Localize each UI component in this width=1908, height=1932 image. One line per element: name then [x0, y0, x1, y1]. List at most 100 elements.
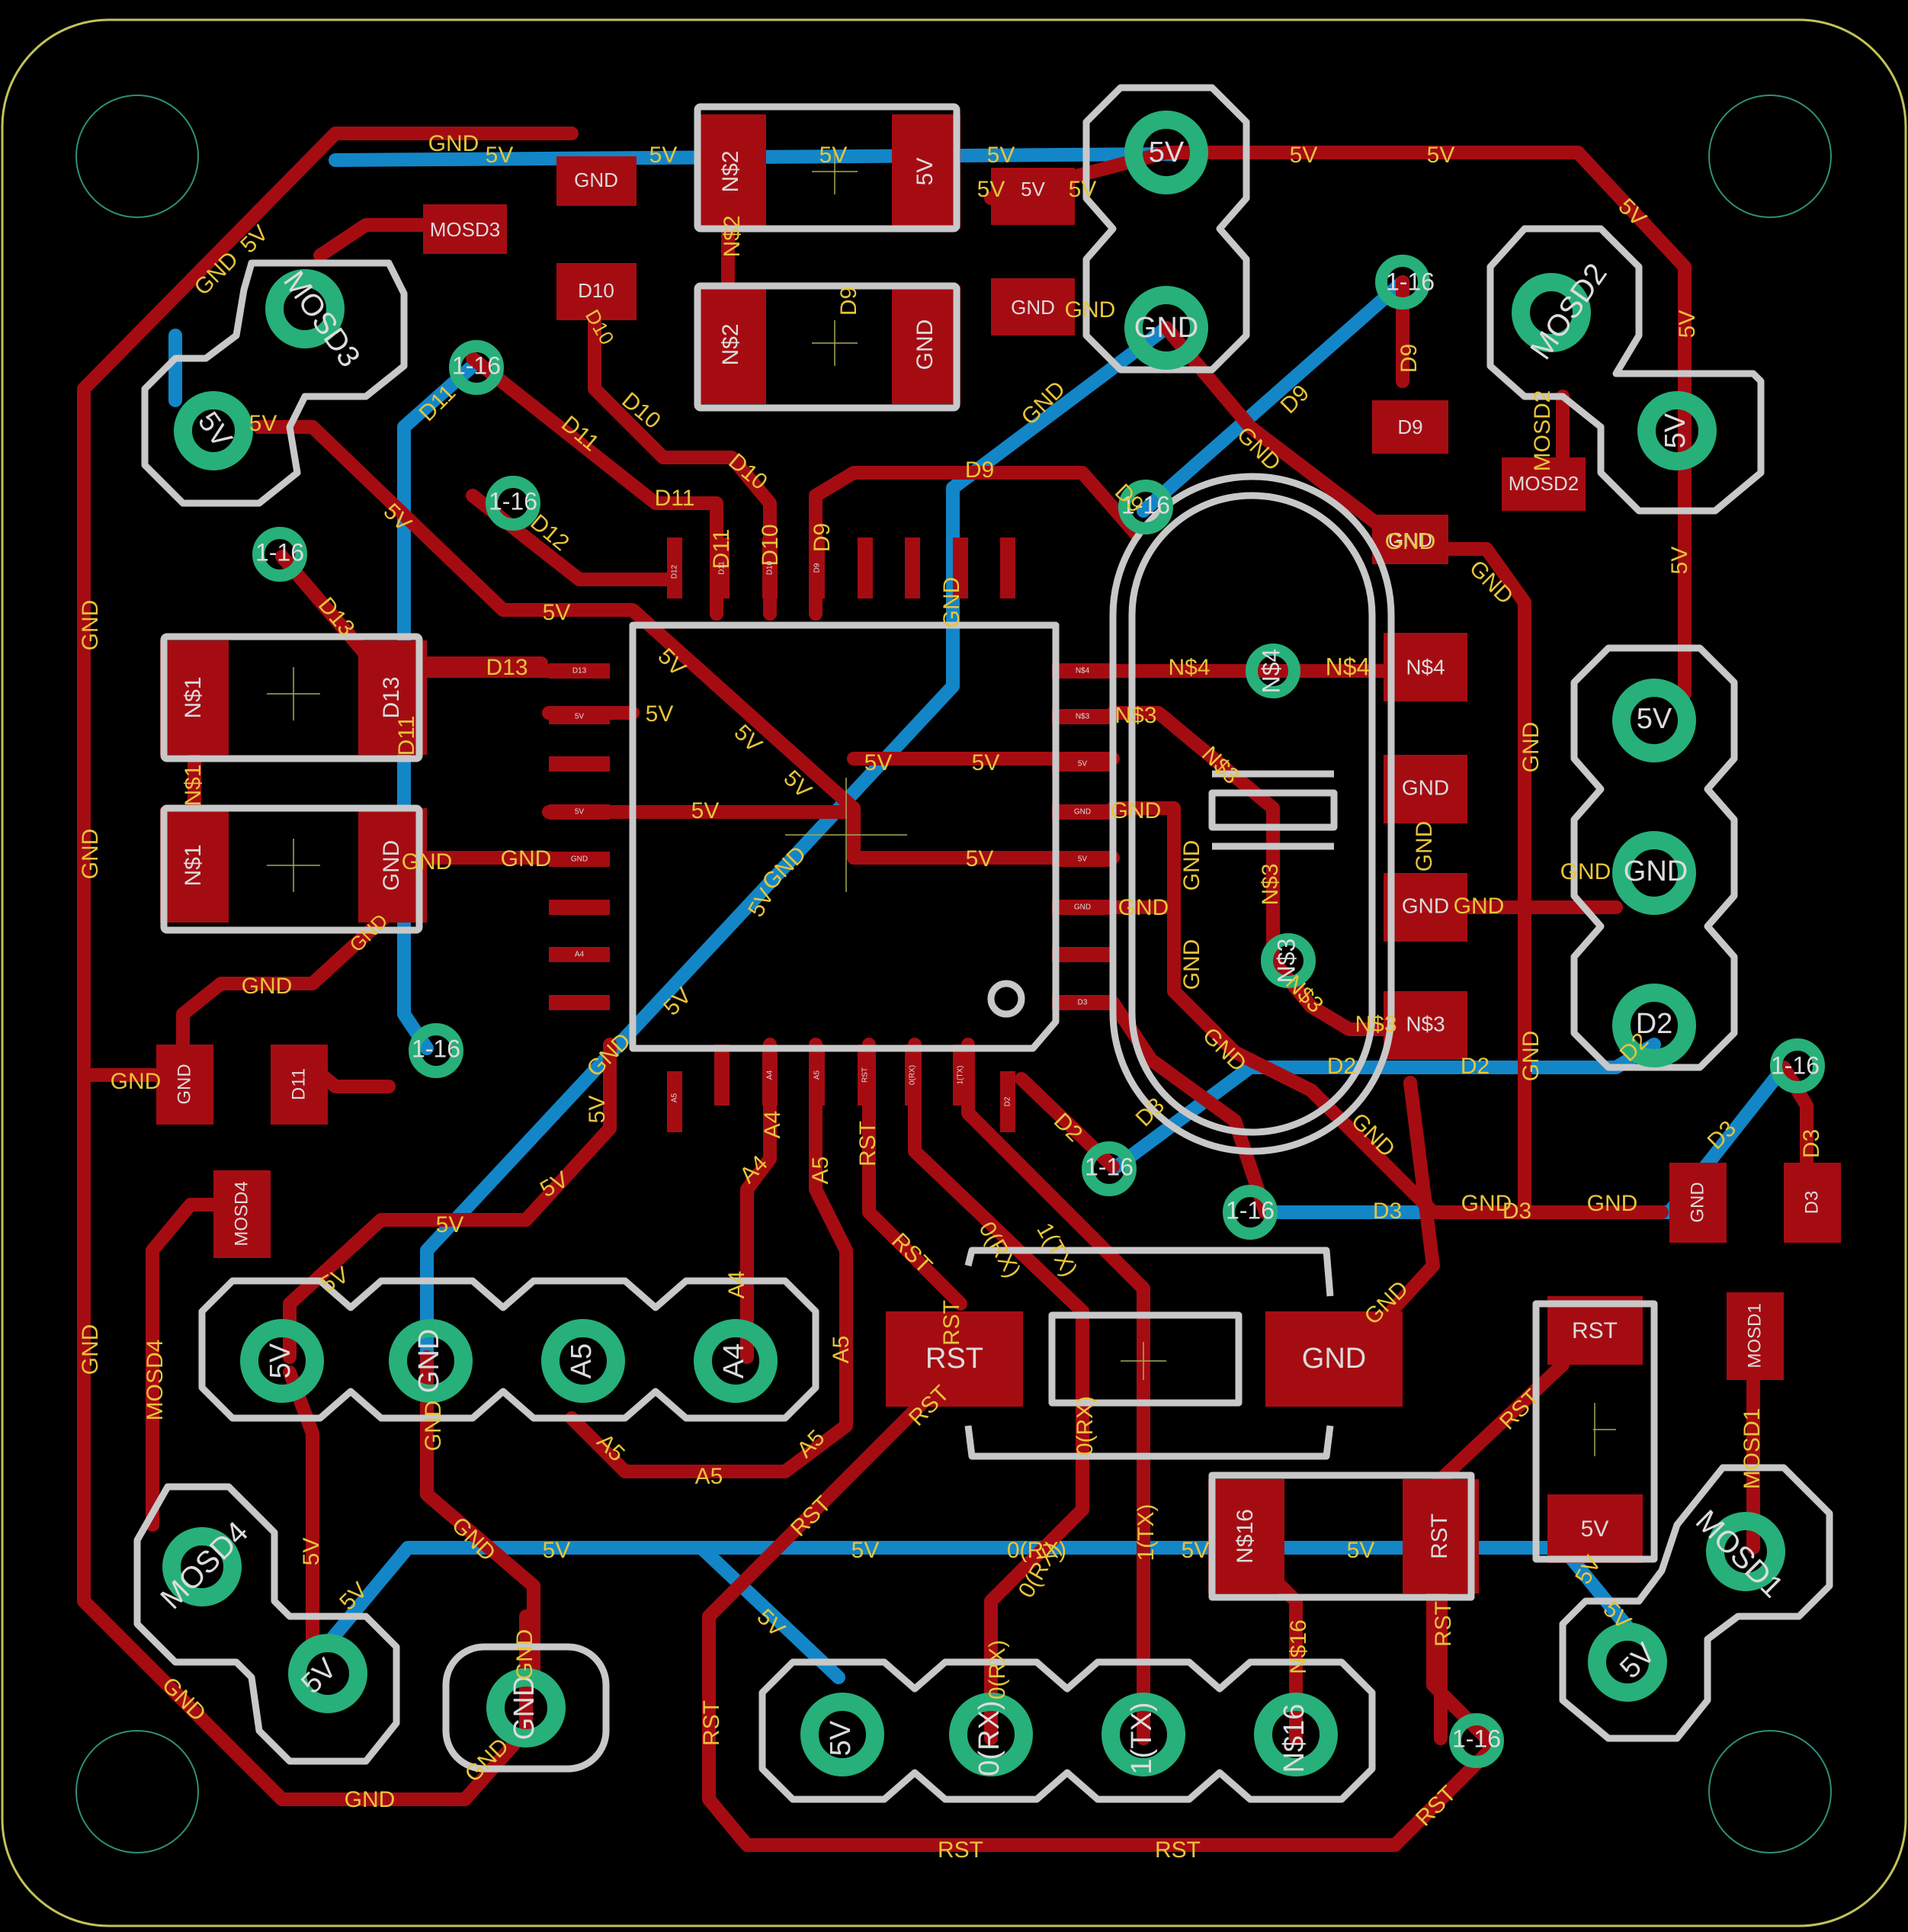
silk-crystal-symbol: [1208, 789, 1338, 831]
pad-label-gnd-right-top: GND: [1388, 528, 1432, 551]
label-bottom-rx: 0(RX): [973, 1700, 1005, 1776]
pad-d10: [556, 263, 637, 320]
pad-label-gnd-button: GND: [1302, 1343, 1366, 1375]
silk-ns2-top: [694, 103, 960, 233]
net-label-5v-3: 5V: [819, 143, 848, 168]
net-label-a5-4: A5: [695, 1464, 723, 1489]
pad-mosd1: [1727, 1292, 1784, 1380]
net-label-gnd-34: GND: [345, 1787, 396, 1812]
pad-th-left-5v: [240, 1319, 324, 1403]
trace-gnd-lower-left: [420, 1350, 540, 1684]
svg-text:D2: D2: [1004, 1096, 1012, 1106]
pad-gnd-crystal-2: [1384, 873, 1467, 942]
net-label-gnd-38: GND: [512, 1629, 537, 1680]
pad-d13: [358, 640, 427, 755]
pad-label-ns4: N$4: [1406, 655, 1445, 679]
pad-gnd-small: [991, 278, 1075, 335]
net-label-5v-7: 5V: [1290, 143, 1318, 168]
through-hole-pads: [162, 111, 1825, 1776]
net-label-gnd-20: GND: [1412, 821, 1437, 872]
pad-ns4: [1384, 633, 1467, 701]
pad-label-5v-right: 5V: [1581, 1516, 1609, 1542]
net-label-ns3-5: N$3: [1355, 1012, 1397, 1037]
via-1: [449, 340, 504, 395]
silk-mosd1: [1559, 1464, 1833, 1742]
pad-label-rst: RST: [925, 1343, 983, 1375]
silk-ns16-rst: [1208, 1471, 1475, 1601]
net-label-5v-13: 5V: [249, 411, 277, 436]
via-label-7: N$3: [1272, 939, 1300, 984]
net-label-5v-22: 5V: [972, 750, 1000, 775]
pad-label-gnd-small: GND: [1011, 296, 1055, 319]
net-label-5v-23: 5V: [966, 846, 994, 871]
silk-crystal-outer: [1109, 473, 1395, 1155]
pad-label-gnd-crystal-1: GND: [1402, 775, 1449, 799]
silk-ns1-top: [160, 633, 423, 762]
net-label-gnd-8: GND: [242, 974, 293, 999]
trace-gnd-right-lower: [1106, 801, 1669, 1219]
via-8: [409, 1023, 463, 1078]
net-label-tx-2: 1(TX): [1134, 1504, 1159, 1561]
net-label-5v-32: 5V: [1182, 1538, 1210, 1563]
label-right-5v: 5V: [1637, 703, 1672, 735]
via-7: [1261, 933, 1316, 988]
via-12: [1449, 1713, 1504, 1768]
pad-th-gnd-bottomleft: [486, 1668, 566, 1747]
net-label-ns4-1: N$4: [1168, 655, 1210, 680]
net-label-d9-5: D9: [1397, 344, 1422, 373]
net-label-gnd-27: GND: [1179, 939, 1204, 990]
pad-gnd-crystal-1: [1384, 755, 1467, 823]
net-label-5v-5: 5V: [977, 177, 1005, 202]
net-label-d9-6: D9: [810, 523, 835, 552]
pad-label-ns2-top: N$2: [718, 150, 743, 192]
pad-label-gnd-left-small: GND: [174, 1064, 194, 1104]
net-label-a4-1: A4: [760, 1111, 785, 1139]
net-label-mosd4-1: MOSD4: [143, 1340, 168, 1421]
net-label-d9-2: D9: [965, 457, 994, 483]
silk-header-top: [1082, 84, 1250, 374]
pad-d3: [1784, 1163, 1841, 1243]
pad-th-5v-bottomleft: [288, 1634, 367, 1713]
silk-ns2-lower: [694, 282, 960, 412]
via-10: [1223, 1185, 1278, 1240]
net-label-gnd-6: GND: [78, 1324, 103, 1375]
net-label-d2-1: D2: [1327, 1054, 1356, 1079]
via-9: [1082, 1141, 1137, 1196]
pad-th-left-a5: [541, 1319, 625, 1403]
trace-gnd-diagonal: [420, 321, 1173, 1379]
pad-th-top-5v: [1124, 111, 1208, 194]
pad-th-top-gnd: [1124, 286, 1208, 370]
silk-button: [964, 1247, 1334, 1460]
net-label-rx-4: 0(RX): [985, 1640, 1010, 1699]
pad-label-d3: D3: [1801, 1191, 1822, 1215]
net-label-d11-5: D11: [394, 716, 419, 756]
pad-label-mosd1: MOSD1: [1744, 1303, 1765, 1368]
svg-text:D12: D12: [671, 564, 679, 579]
pad-label-gnd-lower: GND: [912, 319, 938, 371]
pad-rst: [886, 1311, 1023, 1407]
trace-d10: [588, 306, 777, 621]
mount-hole-top-right: [1708, 95, 1832, 218]
net-label-rst-3: RST: [939, 1300, 964, 1346]
pad-th-bottom-rx: [949, 1693, 1033, 1776]
net-label-gnd-21: GND: [1454, 894, 1505, 919]
silk-crystal-inner: [1128, 492, 1376, 1136]
board-outline: [1, 18, 1907, 1927]
svg-text:D13: D13: [572, 667, 587, 676]
pad-th-5v-topright: [1637, 391, 1717, 470]
pad-label-d9: D9: [1397, 416, 1422, 438]
svg-text:A4: A4: [766, 1070, 774, 1080]
net-label-gnd-7: GND: [111, 1069, 162, 1094]
pad-label-d11-left-small: D11: [288, 1068, 309, 1100]
trace-5v-header-left: [283, 1038, 617, 1364]
net-label-rx-2: 0(RX): [1073, 1396, 1098, 1455]
net-label-ns4-2: N$4: [1326, 653, 1371, 680]
silk-right-component: [1532, 1300, 1658, 1563]
label-right-gnd: GND: [1624, 855, 1688, 887]
svg-text:A5: A5: [671, 1093, 679, 1102]
svg-text:5V: 5V: [1078, 855, 1088, 864]
svg-text:GND: GND: [1074, 903, 1091, 912]
pad-th-mosd4: [162, 1527, 242, 1606]
net-label-5v-4: 5V: [987, 143, 1015, 168]
net-label-5v-30: 5V: [543, 1538, 571, 1563]
